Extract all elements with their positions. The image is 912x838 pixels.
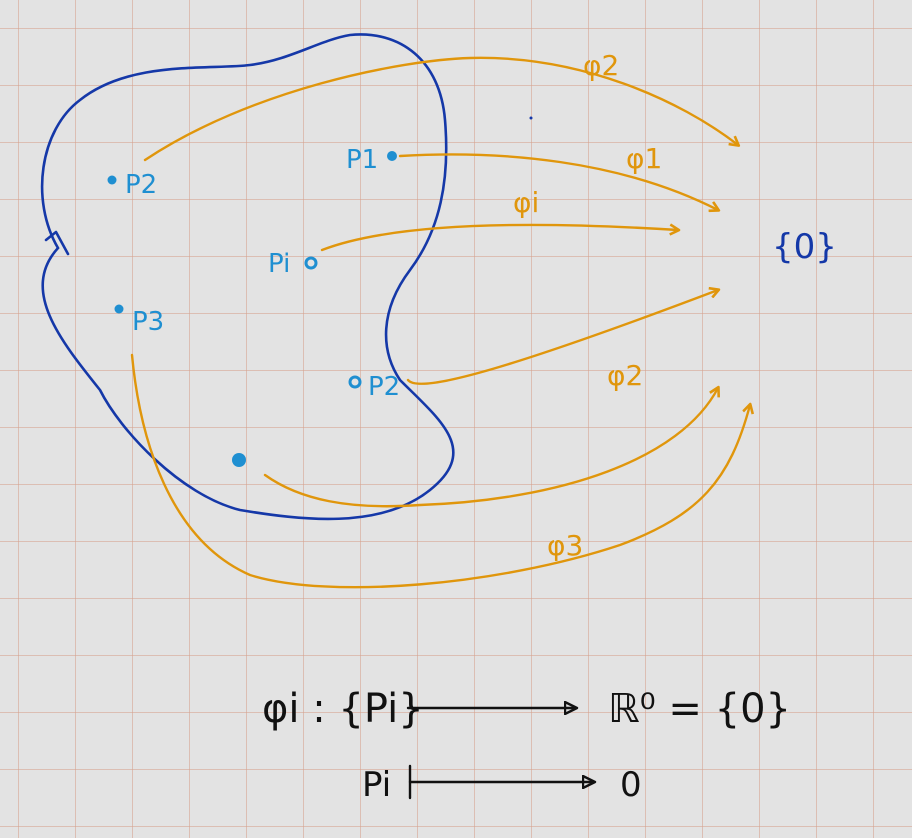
point-p1 bbox=[387, 151, 397, 161]
label-p1: P1 bbox=[346, 145, 378, 175]
formula-line1-domain: φi : {Pi} bbox=[262, 686, 424, 732]
point-p3 bbox=[114, 304, 124, 314]
map-arrow-phi1 bbox=[398, 153, 718, 210]
label-p2-left: P2 bbox=[125, 170, 157, 200]
map-arrow-phi3 bbox=[130, 353, 750, 589]
manifold-curve bbox=[40, 33, 455, 521]
map-arrow-phi2-top bbox=[143, 56, 738, 162]
label-phi3: φ3 bbox=[547, 529, 583, 562]
formula-line1-codomain: ℝ⁰ = {0} bbox=[608, 686, 791, 732]
target-set-label: {0} bbox=[772, 227, 837, 267]
point-p2-inner bbox=[348, 375, 362, 389]
label-phi1: φ1 bbox=[626, 142, 662, 175]
map-arrow-phi2-mid bbox=[406, 290, 718, 385]
point-p2-left bbox=[107, 175, 117, 185]
point-unlabeled bbox=[232, 453, 246, 467]
point-pi bbox=[304, 256, 318, 270]
label-p2-inner: P2 bbox=[368, 372, 400, 402]
label-phi2-mid: φ2 bbox=[607, 359, 643, 392]
formula-line2-image: 0 bbox=[620, 765, 642, 805]
label-p3: P3 bbox=[132, 307, 164, 337]
label-phii: φi bbox=[513, 186, 539, 219]
formula-line2-element: Pi bbox=[362, 765, 391, 805]
map-arrow-phii bbox=[320, 225, 678, 252]
label-phi2-top: φ2 bbox=[583, 49, 619, 82]
label-pi: Pi bbox=[268, 249, 290, 279]
stray-dot bbox=[529, 116, 533, 120]
map-arrow-bottom-point bbox=[263, 388, 718, 508]
orientation-arrow bbox=[44, 230, 70, 256]
